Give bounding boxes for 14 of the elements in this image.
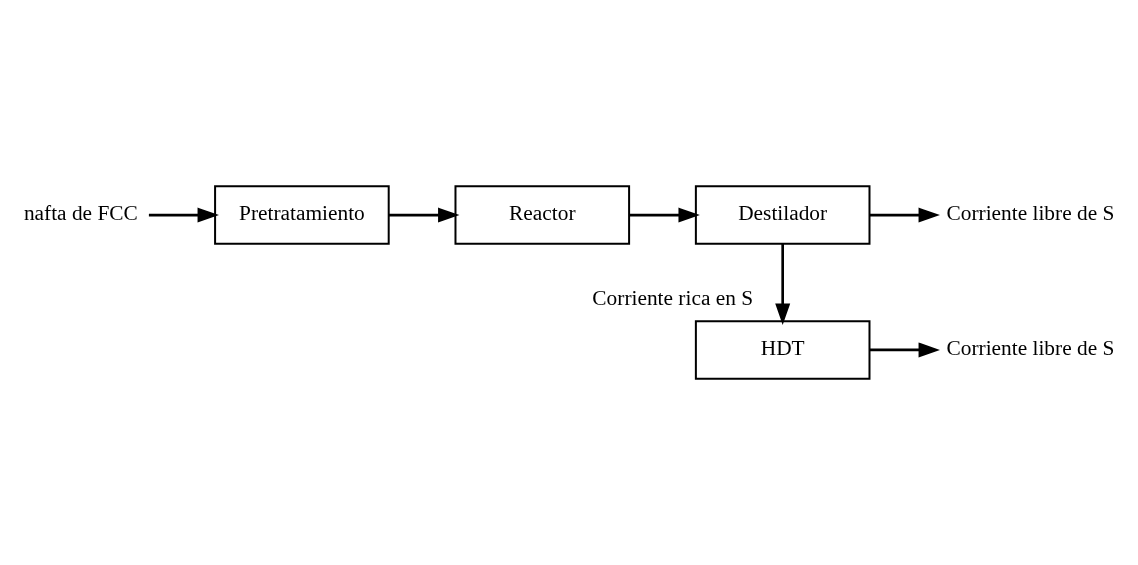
arrow — [388, 207, 460, 223]
node-text: Corriente libre de S — [946, 201, 1115, 226]
node-text: nafta de FCC — [23, 201, 138, 226]
arrow — [869, 342, 940, 358]
node-box: Reactor — [454, 185, 631, 245]
node-box: Destilador — [694, 185, 871, 245]
arrow — [148, 207, 219, 223]
edge-label: Corriente rica en S — [592, 286, 754, 311]
node-box: HDT — [694, 320, 871, 380]
node-text: Corriente libre de S — [946, 336, 1115, 361]
arrow — [775, 244, 791, 325]
arrow — [869, 207, 940, 223]
arrow — [629, 207, 700, 223]
node-box: Pretratamiento — [214, 185, 390, 245]
